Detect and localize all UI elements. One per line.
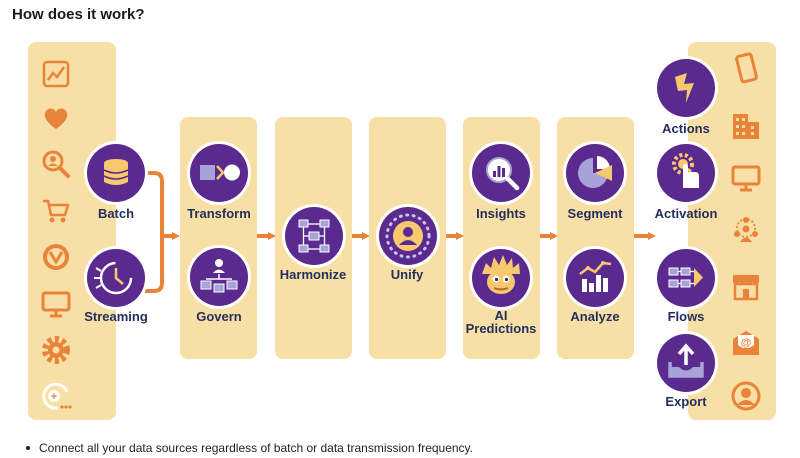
export-label: Export xyxy=(665,394,707,409)
batch-label: Batch xyxy=(97,206,135,221)
actions-label: Actions xyxy=(662,121,710,136)
flows-node xyxy=(657,249,715,307)
chart-icon xyxy=(40,58,72,90)
flows-label: Flows xyxy=(667,309,705,324)
segment-node xyxy=(566,144,624,202)
unify-icon xyxy=(385,213,431,259)
activation-label: Activation xyxy=(654,206,718,221)
transform-node xyxy=(190,144,248,202)
batch-node xyxy=(87,144,145,202)
phone-icon xyxy=(730,52,762,84)
page-heading: How does it work? xyxy=(12,6,145,23)
clock-icon xyxy=(94,261,133,295)
insights-label: Insights xyxy=(476,206,526,221)
email-icon: @ xyxy=(730,326,762,358)
cart-icon xyxy=(40,195,72,227)
unify-label: Unify xyxy=(390,267,424,282)
ai-predictions-node xyxy=(472,249,530,307)
mulesoft-icon xyxy=(40,241,72,273)
sources-panel xyxy=(28,42,116,420)
harmonize-label: Harmonize xyxy=(279,267,347,282)
streaming-label: Streaming xyxy=(84,309,148,324)
insights-node xyxy=(472,144,530,202)
analyze-label: Analyze xyxy=(570,309,620,324)
svg-text:+: + xyxy=(51,391,57,403)
harmonize-node xyxy=(285,207,343,265)
svg-text:@: @ xyxy=(741,337,752,349)
govern-node xyxy=(190,248,248,306)
gear-icon xyxy=(40,334,72,366)
streaming-node xyxy=(87,249,145,307)
storefront-icon xyxy=(730,270,762,302)
govern-icon xyxy=(200,259,238,293)
flows-icon xyxy=(668,267,703,288)
analyze-icon xyxy=(579,261,612,292)
export-node xyxy=(657,334,715,392)
govern-label: Govern xyxy=(196,309,242,324)
lightning-icon xyxy=(675,73,694,103)
building-icon xyxy=(730,110,762,142)
activation-node xyxy=(657,144,715,202)
analyze-node xyxy=(566,249,624,307)
ai-predictions-label-line2: Predictions xyxy=(465,321,537,336)
export-icon xyxy=(668,343,704,378)
transform-label: Transform xyxy=(187,206,251,221)
search-person-icon xyxy=(40,148,72,180)
user-icon xyxy=(730,380,762,412)
monitor-icon xyxy=(730,162,762,194)
harmonize-icon xyxy=(298,219,330,253)
einstein-icon xyxy=(482,255,520,294)
network-people-icon xyxy=(730,214,762,246)
bullet-item: Connect all your data sources regardless… xyxy=(26,441,473,455)
bullet-list: Connect all your data sources regardless… xyxy=(26,441,473,455)
segment-label: Segment xyxy=(567,206,623,221)
segment-icon xyxy=(578,156,612,188)
insights-icon xyxy=(486,157,520,191)
add-more-icon: + xyxy=(40,380,72,412)
ai-predictions-label-line1: AI xyxy=(494,308,508,323)
heart-icon xyxy=(40,102,72,134)
actions-node xyxy=(657,59,715,117)
activation-icon xyxy=(672,153,699,188)
unify-node xyxy=(379,207,437,265)
transform-icon xyxy=(200,164,240,181)
monitor-icon xyxy=(40,288,72,320)
database-icon xyxy=(103,159,129,185)
